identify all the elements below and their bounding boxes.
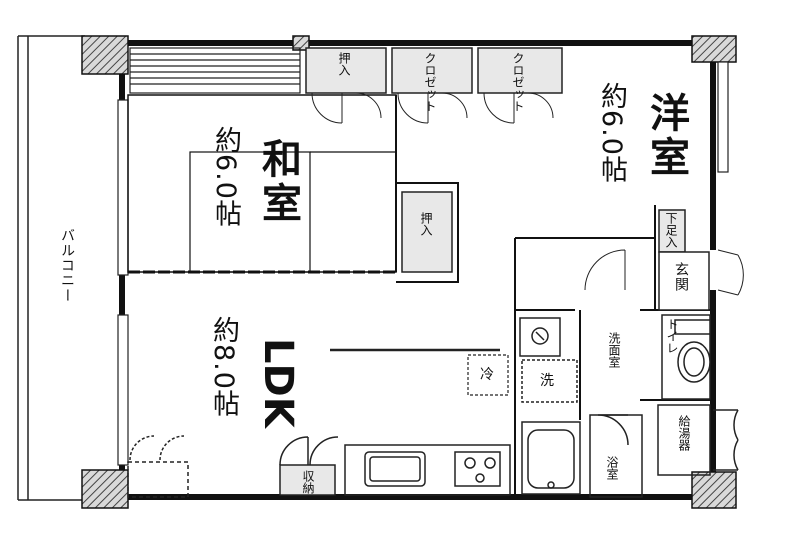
genkan-area: [584, 209, 744, 311]
ldk-name: LDK: [255, 338, 301, 428]
closet-label-1: クロゼット: [423, 52, 437, 112]
getabako-label: 下足入: [664, 212, 678, 248]
side-closet: [401, 191, 453, 273]
window-frames: [117, 61, 729, 466]
slat-area: [129, 47, 301, 94]
water-heater-closet: [657, 404, 739, 476]
yoshitsu-name: 洋室: [643, 92, 689, 180]
balcony-label: バルコニー: [59, 228, 75, 303]
toilet-room: [661, 314, 711, 400]
senmenshitsu-label: 洗面室: [607, 332, 621, 368]
ldk-area: 約8.0帖: [208, 316, 239, 418]
closet-doors: [311, 92, 554, 124]
washitsu-area: 約6.0帖: [210, 126, 241, 228]
oshiire-label-2: 押入: [419, 212, 433, 236]
ldk-storage: [127, 435, 339, 498]
kyutoki-label: 給湯器: [677, 415, 691, 451]
upper-closets: [305, 47, 563, 94]
toilet-label: トイレ: [665, 318, 679, 354]
yokushitsu-label: 浴室: [605, 456, 619, 480]
genkan-label: 玄関: [673, 262, 689, 292]
kitchen-counter: [330, 348, 511, 496]
washer-label: 洗: [540, 373, 555, 389]
fridge-space: [467, 354, 509, 396]
closet-label-2: クロゼット: [511, 52, 525, 112]
shuno-label: 収納: [301, 470, 315, 494]
washroom: [519, 317, 578, 403]
yoshitsu-area: 約6.0帖: [596, 82, 627, 184]
fridge-label: 冷: [480, 367, 495, 383]
column-blocks: [81, 35, 737, 509]
bathroom: [521, 414, 643, 498]
oshiire-label-1: 押入: [337, 52, 351, 76]
washitsu-name: 和室: [255, 138, 301, 226]
balcony: [17, 35, 85, 501]
